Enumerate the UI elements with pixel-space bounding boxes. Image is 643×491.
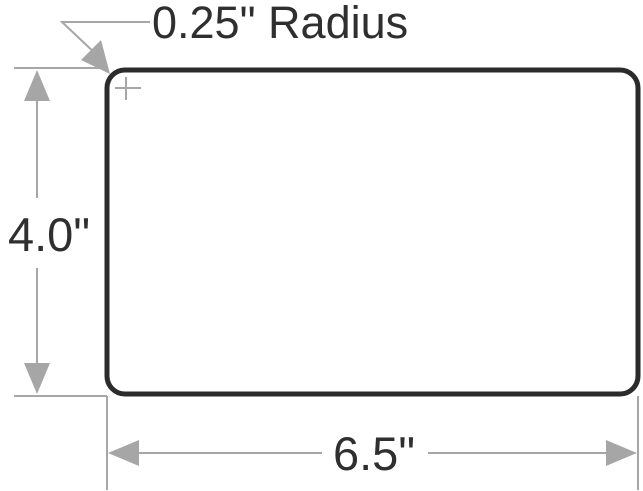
width-arrow-right-icon [606, 440, 637, 466]
height-arrow-down-icon [24, 363, 50, 394]
width-label: 6.5" [333, 427, 415, 480]
height-arrow-up-icon [24, 70, 50, 101]
radius-leader-line [59, 21, 150, 57]
radius-arrow-icon [81, 40, 110, 74]
width-arrow-left-icon [108, 440, 139, 466]
radius-label: 0.25" Radius [152, 0, 408, 48]
height-label: 4.0" [8, 208, 90, 261]
card-outline [104, 67, 641, 397]
